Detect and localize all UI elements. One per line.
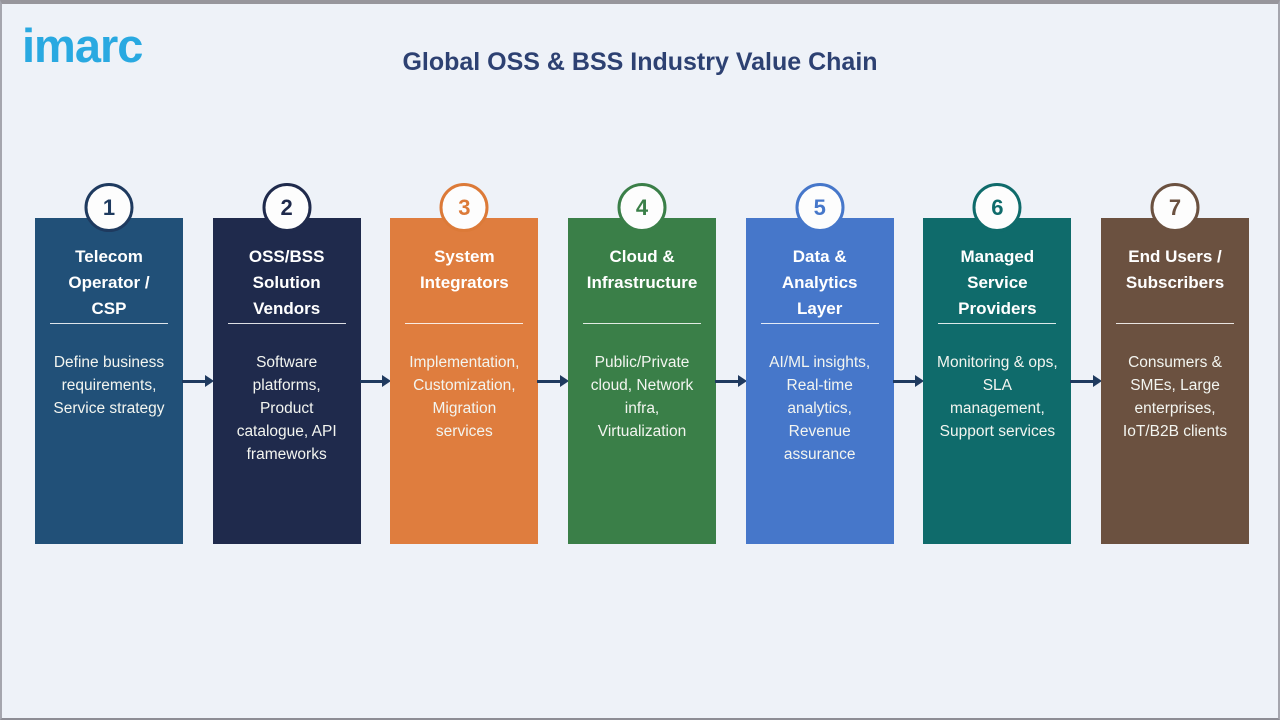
step-number-badge: 1 (84, 183, 134, 232)
step-title: Managed Service Providers (958, 247, 1037, 318)
arrow-slot (1070, 218, 1103, 544)
step-title: End Users / Subscribers (1125, 247, 1225, 292)
arrow-head (204, 375, 214, 387)
value-chain-step-card: 4 Cloud & Infrastructure Public/Private … (568, 183, 717, 544)
right-arrow-icon (715, 375, 747, 387)
step-title: Data & Analytics Layer (781, 247, 858, 318)
step-number-badge: 6 (972, 183, 1022, 232)
step-description: AI/ML insights, Real-time analytics, Rev… (769, 354, 871, 463)
arrow-head (382, 375, 392, 387)
arrow-line (892, 379, 916, 383)
step-number: 2 (280, 194, 293, 220)
step-title: Cloud & Infrastructure (586, 247, 698, 292)
title-separator-line (938, 323, 1057, 324)
step-description: Implementation, Customization, Migration… (409, 354, 520, 440)
title-separator-line (50, 323, 168, 324)
title-separator-line (583, 323, 702, 324)
step-number-badge: 4 (617, 183, 667, 232)
arrow-line (537, 379, 561, 383)
imarc-logo: imarc (22, 19, 143, 72)
step-number: 4 (635, 194, 649, 220)
step-number: 1 (102, 194, 116, 220)
arrow-line (182, 379, 205, 383)
step-number-badge: 7 (1150, 183, 1200, 232)
arrow-head (737, 375, 747, 387)
right-arrow-icon (537, 375, 570, 387)
title-separator-line (1116, 323, 1235, 324)
arrow-slot (182, 218, 214, 544)
title-separator-line (227, 323, 346, 324)
arrow-slot (715, 218, 747, 544)
page-title: Global OSS & BSS Industry Value Chain (402, 48, 878, 76)
step-title: OSS/BSS Solution Vendors (248, 247, 325, 318)
arrow-slot (359, 218, 392, 544)
step-number: 6 (991, 194, 1004, 220)
right-arrow-icon (182, 375, 214, 387)
step-number-badge: 2 (262, 183, 312, 232)
arrow-head (915, 375, 925, 387)
step-description: Public/Private cloud, Network infra, Vir… (590, 354, 694, 440)
step-description: Monitoring & ops, SLA management, Suppor… (937, 354, 1058, 440)
arrow-head (1093, 375, 1103, 387)
step-description: Define business requirements, Service st… (53, 354, 165, 417)
title-separator-line (405, 323, 524, 324)
value-chain-step-card: 5 Data & Analytics Layer AI/ML insights,… (745, 183, 894, 544)
value-chain-step-card: 7 End Users / Subscribers Consumers & SM… (1101, 183, 1250, 544)
right-arrow-icon (892, 375, 925, 387)
arrow-line (1070, 379, 1094, 383)
step-number: 5 (813, 194, 826, 220)
step-number: 7 (1168, 194, 1182, 220)
step-description: Consumers & SMEs, Large enterprises, IoT… (1122, 354, 1228, 440)
value-chain-step-card: 6 Managed Service Providers Monitoring &… (923, 183, 1072, 544)
arrow-line (359, 379, 383, 383)
step-description: Software platforms, Product catalogue, A… (236, 354, 337, 463)
step-title: Telecom Operator / CSP (68, 247, 150, 318)
step-number: 3 (458, 194, 471, 220)
right-arrow-icon (1070, 375, 1103, 387)
arrow-slot (892, 218, 925, 544)
arrow-slot (537, 218, 570, 544)
arrow-line (715, 379, 738, 383)
step-number-badge: 3 (439, 183, 489, 232)
value-chain-row: 1 Telecom Operator / CSP Define business… (35, 183, 1250, 544)
step-number-badge: 5 (795, 183, 845, 232)
value-chain-step-card: 3 System Integrators Implementation, Cus… (390, 183, 539, 544)
title-separator-line (760, 323, 879, 324)
value-chain-step-card: 1 Telecom Operator / CSP Define business… (35, 183, 183, 544)
arrow-head (560, 375, 570, 387)
right-arrow-icon (359, 375, 392, 387)
value-chain-step-card: 2 OSS/BSS Solution Vendors Software plat… (212, 183, 361, 544)
step-title: System Integrators (419, 247, 509, 292)
